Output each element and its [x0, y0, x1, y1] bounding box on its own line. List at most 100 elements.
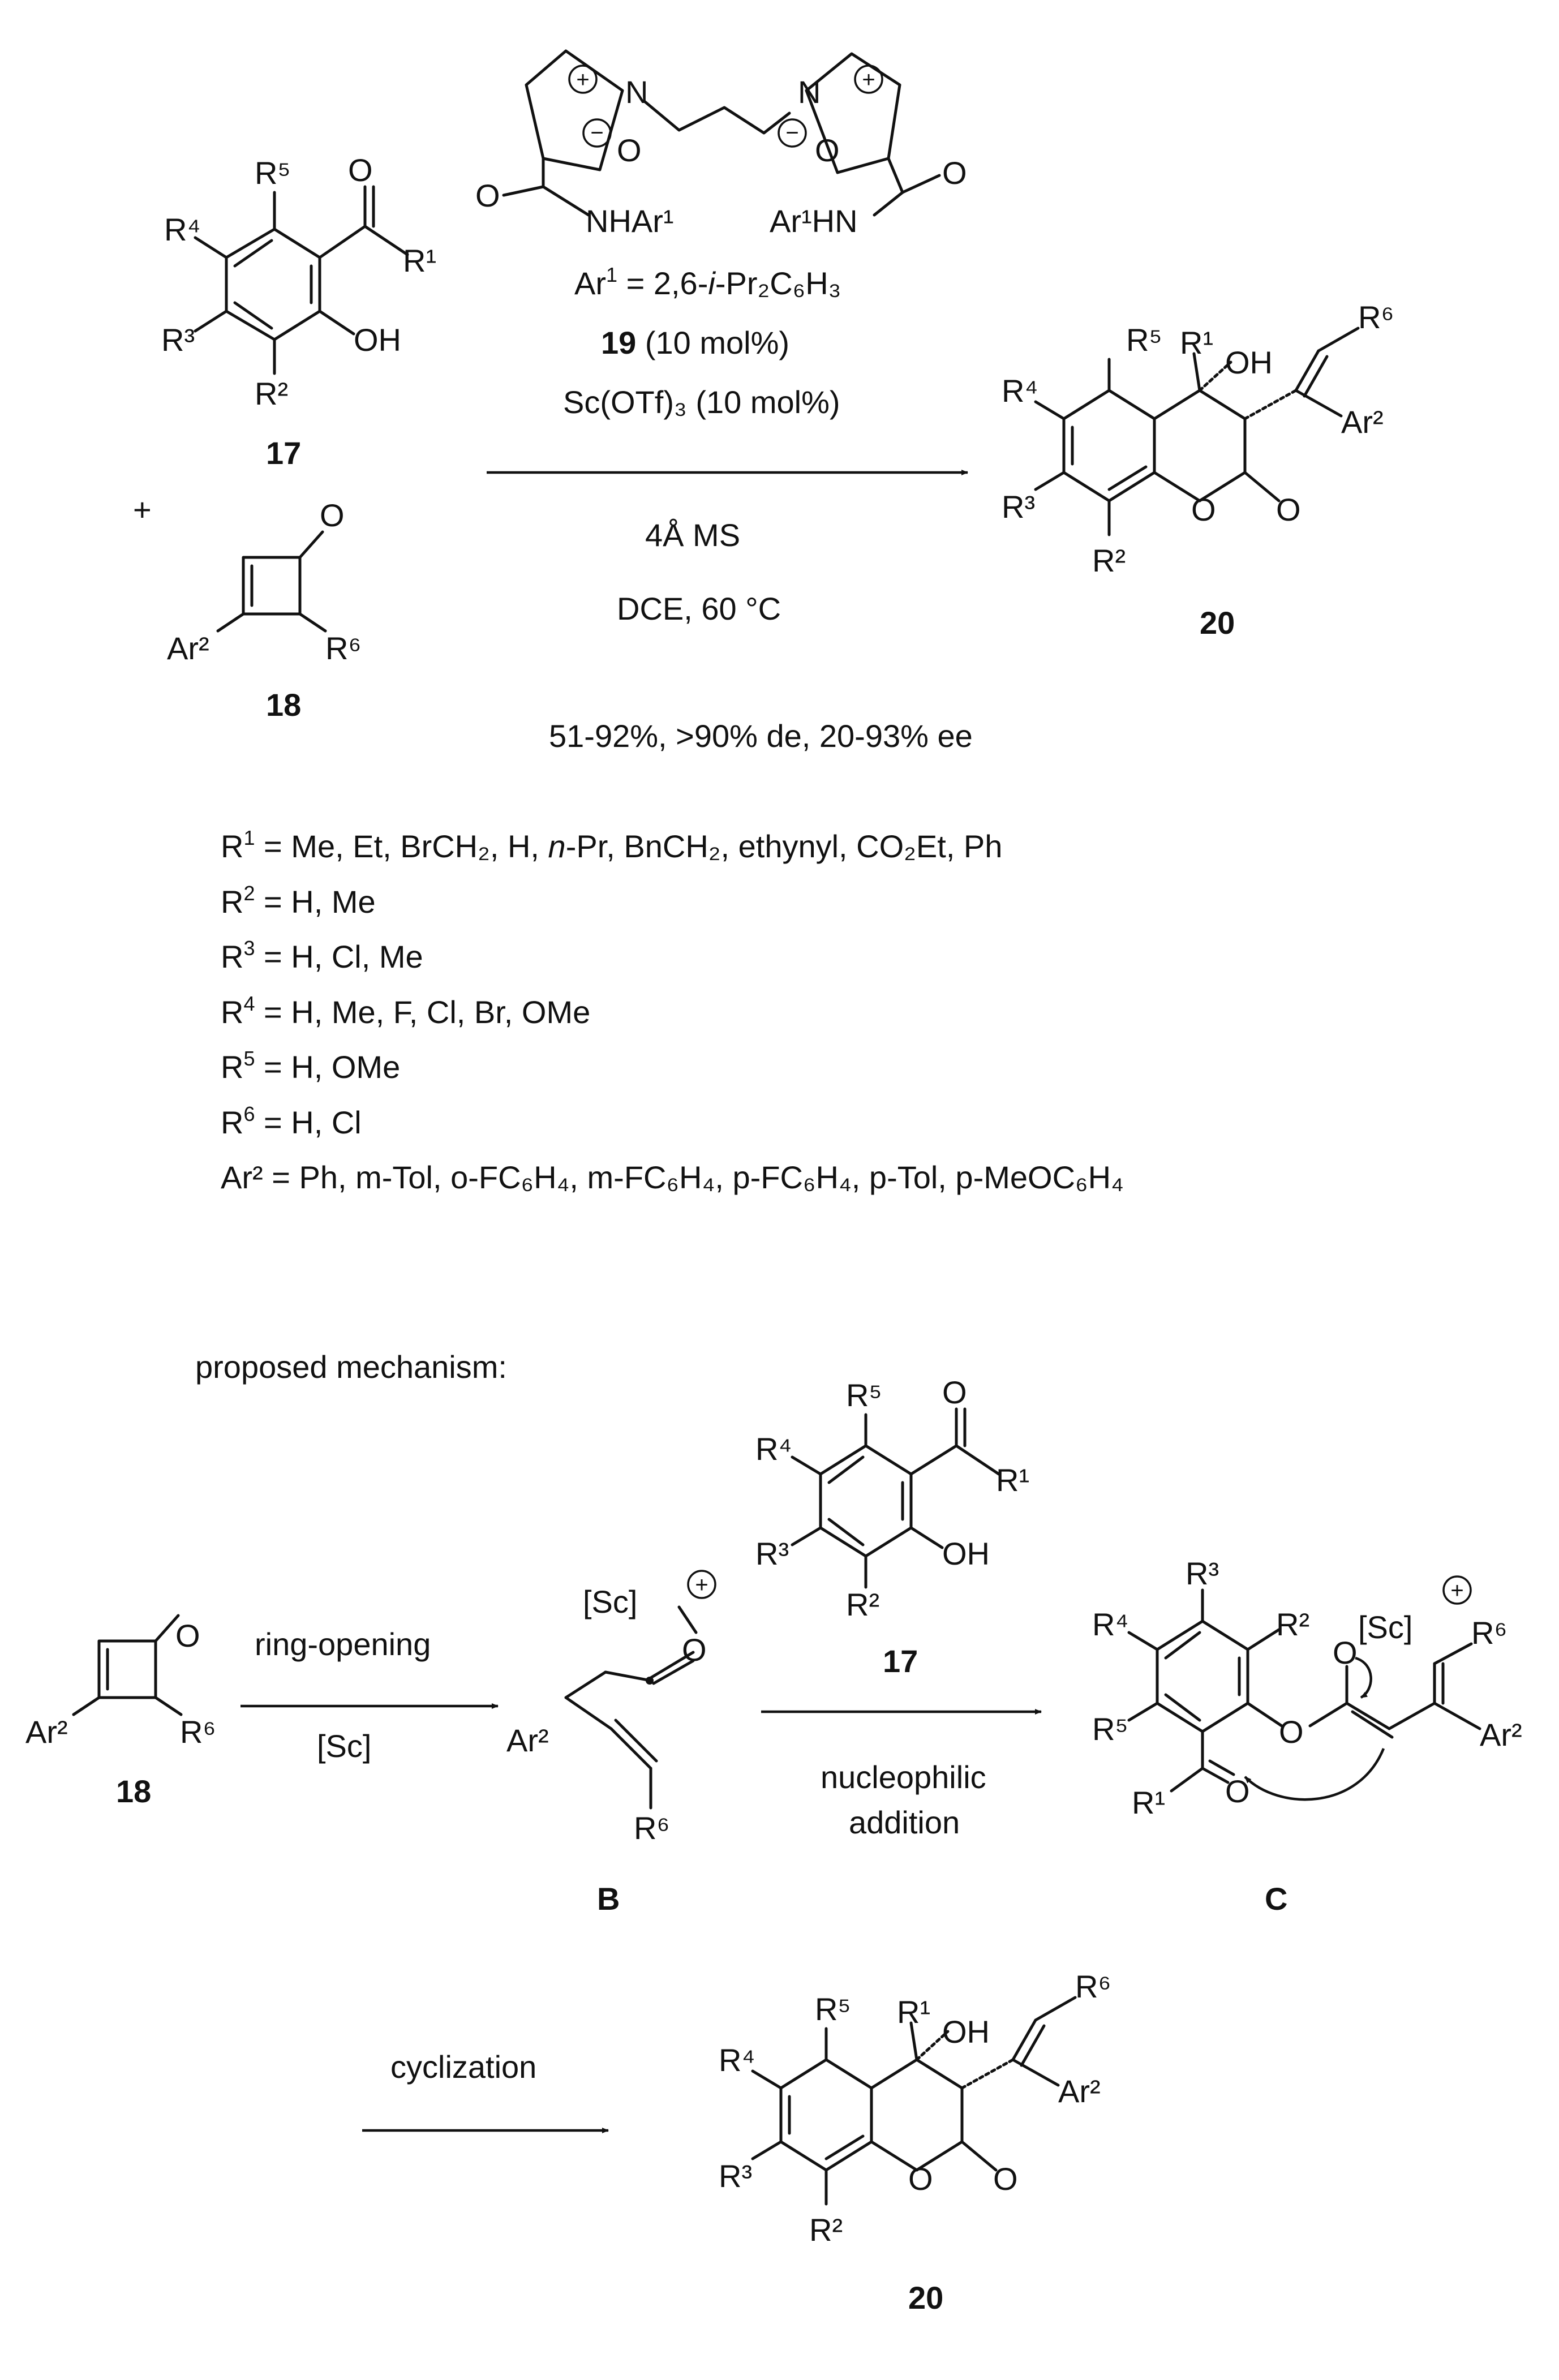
c17-r5: R⁵: [255, 155, 291, 191]
p20-r3: R³: [1002, 489, 1035, 525]
c17-r3: R³: [161, 322, 195, 358]
p20b-r4: R⁴: [719, 2042, 755, 2078]
p20-ring-o: O: [1191, 492, 1216, 527]
catalyst-19-structure: + N − O O NHAr¹ + N − O O Ar¹HN: [475, 49, 967, 239]
intermediate-c-structure: [1127, 1588, 1481, 1793]
p20-r6: R⁶: [1358, 299, 1394, 335]
p20-oh: OH: [1225, 345, 1273, 380]
p20b-r1: R¹: [897, 1994, 930, 2030]
c17-ketone-o: O: [348, 152, 373, 188]
oxygen-curved-arrow: [1355, 1656, 1372, 1699]
label-18-top: 18: [266, 687, 301, 723]
ring-opening-label: ring-opening: [255, 1626, 431, 1662]
c-enolate-o: O: [1333, 1635, 1358, 1670]
right-carbonyl-o: O: [942, 155, 967, 191]
label-b: B: [597, 1881, 620, 1917]
c18-o: O: [320, 497, 345, 533]
c17-r2: R²: [255, 376, 288, 411]
p20b-r3: R³: [719, 2158, 752, 2194]
m17-r5: R⁵: [846, 1377, 882, 1413]
label-17-mech: 17: [883, 1643, 918, 1679]
r6-line: R6 = H, Cl: [221, 1102, 362, 1140]
mech18-ar2: Ar²: [25, 1714, 68, 1750]
addition-label: addition: [849, 1805, 960, 1840]
left-o-atom: O: [617, 132, 642, 168]
ar2-line: Ar² = Ph, m-Tol, o-FC₆H₄, m-FC₆H₄, p-FC₆…: [221, 1159, 1124, 1195]
left-nhar1: NHAr¹: [586, 203, 674, 239]
r5-line: R5 = H, OMe: [221, 1047, 400, 1085]
substituent-list: R1 = Me, Et, BrCH₂, H, n-Pr, BnCH₂, ethy…: [221, 826, 1124, 1195]
label-c: C: [1265, 1881, 1287, 1917]
c-r5: R⁵: [1092, 1711, 1128, 1747]
p20b-ar2: Ar²: [1058, 2073, 1101, 2109]
c-r4: R⁴: [1092, 1606, 1129, 1642]
svg-text:−: −: [785, 121, 798, 145]
p20-ar2: Ar²: [1341, 404, 1384, 440]
c-ether-o: O: [1279, 1714, 1304, 1750]
c18-ar2: Ar²: [167, 630, 209, 666]
svg-text:−: −: [590, 121, 603, 145]
svg-text:+: +: [1450, 1578, 1463, 1603]
mech-compound-17-structure: [791, 1407, 1000, 1589]
m17-o: O: [942, 1374, 967, 1410]
lewis-acid-condition: Sc(OTf)₃ (10 mol%): [563, 384, 840, 420]
ar1-definition: Ar1 = 2,6-i-Pr₂C₆H₃: [574, 263, 841, 301]
p20b-carbonyl-o: O: [993, 2161, 1018, 2197]
m17-r1: R¹: [996, 1462, 1029, 1498]
right-ar1hn: Ar¹HN: [770, 203, 858, 239]
c-r6: R⁶: [1471, 1615, 1508, 1651]
right-n-atom: N: [798, 74, 821, 110]
c-r2: R²: [1276, 1606, 1309, 1642]
c-r1: R¹: [1132, 1785, 1165, 1820]
b-sc-label: [Sc]: [583, 1584, 637, 1619]
left-carbonyl-o: O: [475, 178, 500, 213]
p20-r5: R⁵: [1126, 322, 1162, 358]
c18-r6: R⁶: [325, 630, 362, 666]
compound-17-structure: [194, 185, 409, 375]
p20b-oh: OH: [942, 2014, 990, 2050]
b-o: O: [682, 1632, 707, 1668]
solvent-temperature: DCE, 60 °C: [617, 591, 781, 626]
mech18-o: O: [175, 1618, 200, 1653]
compound-18-structure: [216, 530, 327, 633]
molecular-sieves: 4Å MS: [645, 517, 740, 553]
mech-compound-18-structure: [72, 1614, 183, 1716]
svg-text:+: +: [576, 67, 589, 92]
svg-text:+: +: [695, 1573, 708, 1597]
p20-r1: R¹: [1180, 325, 1213, 360]
yield-selectivity: 51-92%, >90% de, 20-93% ee: [549, 718, 973, 754]
r2-line: R2 = H, Me: [221, 882, 376, 920]
nucleophilic-label: nucleophilic: [821, 1759, 986, 1795]
c17-r4: R⁴: [164, 212, 201, 247]
label-20-top: 20: [1200, 605, 1235, 641]
c17-r1: R¹: [403, 243, 436, 278]
m17-oh: OH: [942, 1536, 990, 1571]
c-ar2: Ar²: [1480, 1717, 1522, 1752]
mechanism-heading: proposed mechanism:: [195, 1349, 507, 1385]
svg-text:+: +: [862, 67, 875, 92]
cyclization-label: cyclization: [390, 2049, 536, 2085]
m17-r3: R³: [755, 1536, 789, 1571]
r4-line: R4 = H, Me, F, Cl, Br, OMe: [221, 992, 590, 1030]
m17-r2: R²: [846, 1587, 879, 1622]
r3-line: R3 = H, Cl, Me: [221, 936, 423, 974]
p20-r2: R²: [1092, 543, 1126, 578]
intermediate-b-structure: [564, 1605, 698, 1810]
r1-line: R1 = Me, Et, BrCH₂, H, n-Pr, BnCH₂, ethy…: [221, 826, 1002, 864]
p20b-ring-o: O: [908, 2161, 933, 2197]
product-20-top-structure: [1034, 327, 1360, 536]
p20-r4: R⁴: [1002, 373, 1038, 409]
c-r3: R³: [1186, 1556, 1219, 1591]
p20b-r2: R²: [809, 2212, 843, 2248]
c-sc-label: [Sc]: [1358, 1609, 1412, 1645]
product-20-bottom-structure: [751, 1996, 1077, 2206]
cyclization-curved-arrow: [1244, 1748, 1385, 1801]
b-r6: R⁶: [634, 1810, 670, 1846]
label-18-mech: 18: [116, 1773, 151, 1809]
m17-r4: R⁴: [755, 1431, 792, 1467]
c-ketone-o: O: [1225, 1773, 1250, 1809]
sc-catalyst-label: [Sc]: [317, 1728, 371, 1764]
p20-carbonyl-o: O: [1276, 492, 1301, 527]
plus-sign: +: [133, 492, 152, 527]
